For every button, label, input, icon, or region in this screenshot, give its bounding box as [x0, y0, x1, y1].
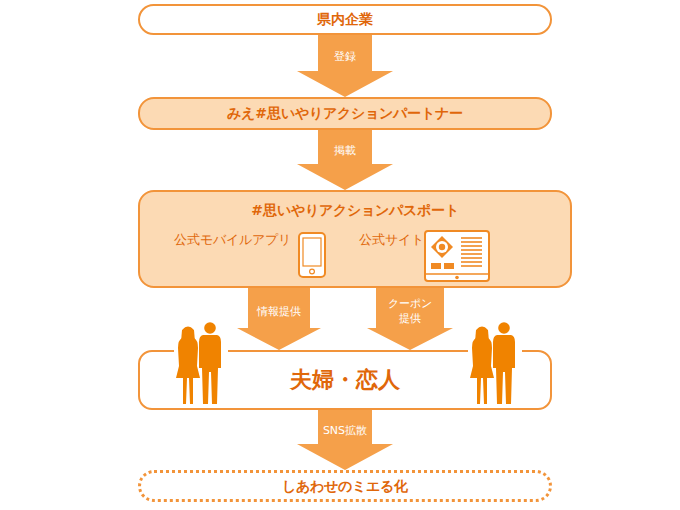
node-caption: 公式モバイルアプリ	[174, 232, 291, 248]
company-box: 県内企業	[138, 4, 552, 35]
site-emblem-core	[439, 244, 445, 250]
passport-panel: #思いやりアクションパスポート公式モバイルアプリ 公式サイト	[138, 190, 572, 288]
phone-body	[299, 233, 325, 277]
person-man	[493, 322, 515, 404]
icon-part	[461, 257, 482, 259]
block-arrow	[297, 410, 393, 470]
goal-box: しあわせのミエる化	[138, 470, 552, 502]
icon-part	[461, 253, 482, 255]
icon-part	[461, 241, 482, 243]
icon-part	[461, 249, 482, 251]
arrow-label: 掲載	[320, 144, 370, 159]
phone-icon	[299, 233, 325, 277]
site-dot	[455, 276, 459, 280]
site-emblem-ring	[436, 241, 448, 253]
icon-part	[176, 338, 200, 404]
block-arrow	[297, 130, 393, 190]
node-caption: 公式サイト	[359, 232, 424, 248]
site-frame	[425, 231, 489, 281]
phone-button	[310, 269, 315, 274]
node-title: みえ#思いやりアクションパートナー	[227, 105, 463, 122]
block-arrow	[367, 288, 453, 350]
site-base	[425, 273, 489, 275]
box-outline	[228, 350, 468, 352]
icon-part	[199, 335, 221, 404]
icon-part	[493, 335, 515, 404]
site-block	[431, 263, 441, 269]
icon-part	[204, 322, 216, 334]
icon-part	[461, 261, 482, 263]
person-woman	[176, 327, 200, 405]
arrow-label: SNS拡散	[320, 424, 370, 439]
couple-box: 夫婦・恋人	[138, 350, 552, 410]
partner-box: みえ#思いやりアクションパートナー	[138, 97, 552, 130]
site-block	[444, 263, 454, 269]
arrow-label: 登録	[320, 50, 370, 65]
site-lines	[461, 238, 482, 266]
block-arrow	[237, 288, 321, 350]
site-emblem	[431, 236, 453, 258]
person-woman	[470, 327, 494, 405]
phone-screen	[303, 238, 321, 266]
box-outline	[139, 351, 551, 409]
arrow-label: クーポン 提供	[378, 297, 442, 327]
icon-part	[461, 265, 482, 267]
node-title: 夫婦・恋人	[290, 367, 400, 393]
icon-part	[498, 322, 510, 334]
icon-part	[461, 237, 482, 239]
block-arrow	[297, 35, 393, 97]
icon-part	[461, 245, 482, 247]
icon-part	[470, 338, 494, 404]
node-title: 県内企業	[317, 11, 373, 28]
person-man	[199, 322, 221, 404]
node-title: しあわせのミエる化	[282, 478, 408, 495]
node-title: #思いやりアクションパスポート	[140, 202, 570, 219]
arrow-label: 情報提供	[250, 305, 308, 320]
site-icon	[425, 231, 489, 281]
